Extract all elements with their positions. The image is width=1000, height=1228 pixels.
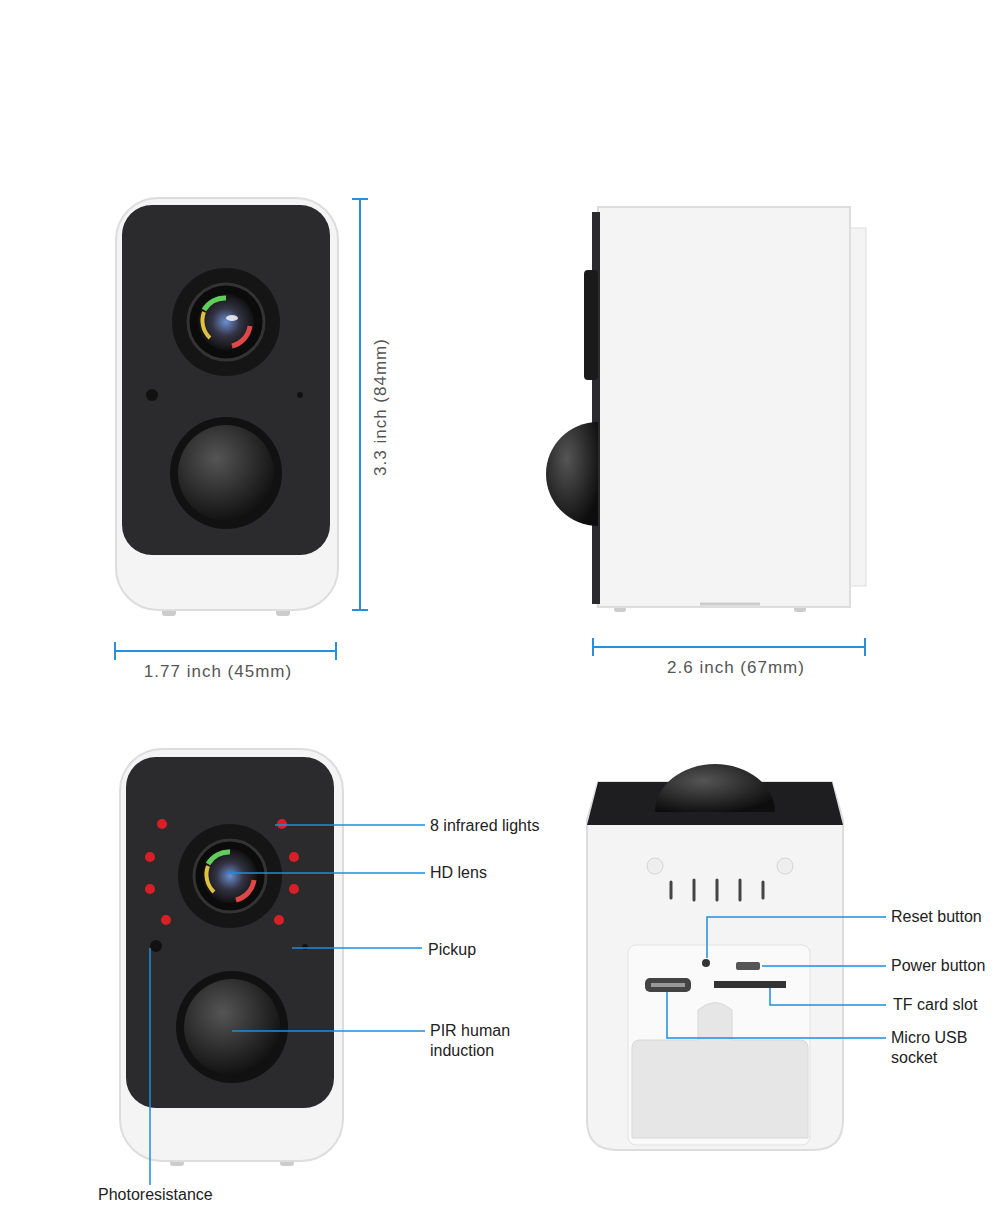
part-label: TF card slot	[893, 995, 977, 1015]
part-label: Reset button	[891, 907, 982, 927]
part-label: Micro USB socket	[891, 1028, 981, 1068]
dimension-label: 2.6 inch (67mm)	[667, 658, 805, 678]
part-label: Photoresistance	[98, 1185, 213, 1205]
part-label: Power button	[891, 956, 985, 976]
side-view	[546, 207, 866, 612]
part-label: PIR human induction	[430, 1021, 530, 1061]
part-label: Pickup	[428, 940, 476, 960]
back-view	[587, 764, 886, 1150]
part-label: HD lens	[430, 863, 487, 883]
dimension-label: 3.3 inch (84mm)	[371, 338, 391, 476]
front-view-annotated	[120, 749, 425, 1185]
dimension-label: 1.77 inch (45mm)	[144, 662, 292, 682]
front-view	[115, 198, 865, 660]
part-label: 8 infrared lights	[430, 816, 539, 836]
